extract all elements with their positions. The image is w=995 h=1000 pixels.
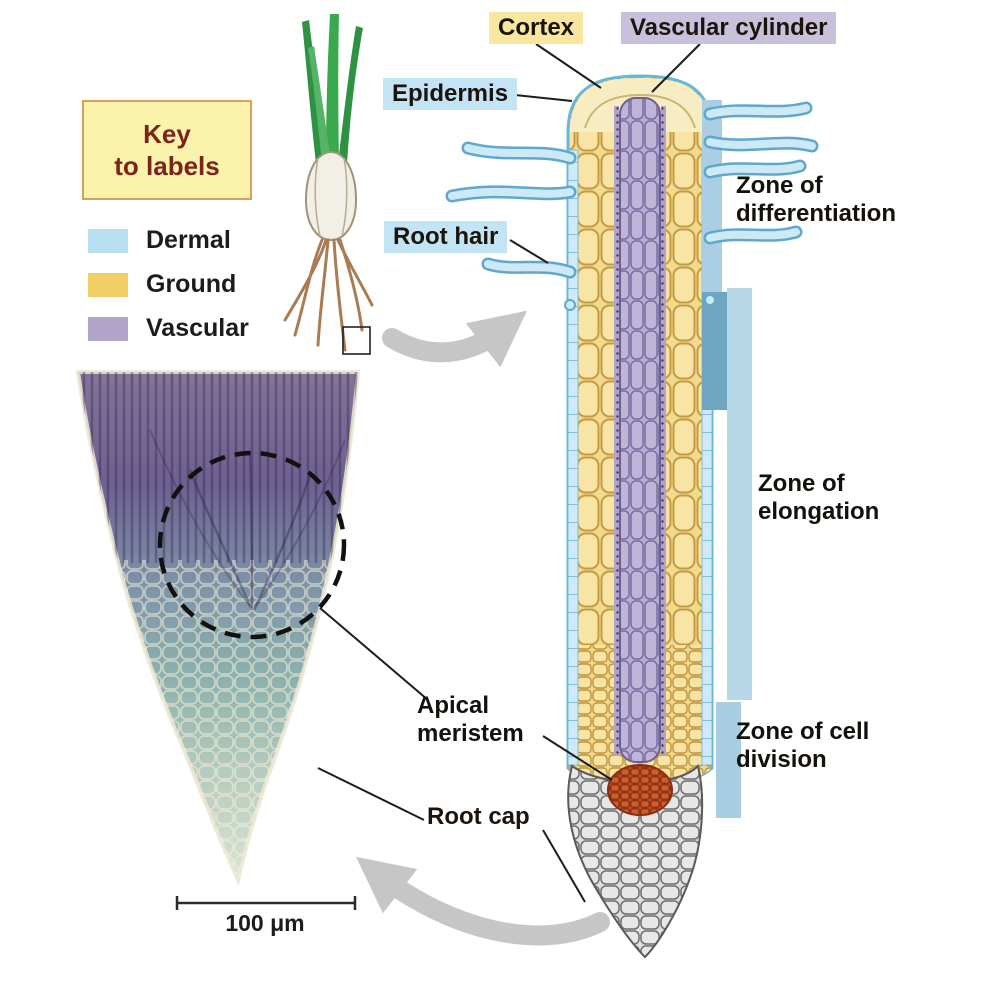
- gray-arrow-diagram-to-micrograph: [355, 856, 610, 946]
- key-title-line1: Key: [143, 118, 191, 149]
- gray-arrows: [355, 310, 610, 946]
- dermal-color-swatch: [88, 228, 128, 253]
- root-hair-label: Root hair: [384, 221, 508, 254]
- key-box: Key to labels: [82, 100, 252, 200]
- apical-meristem-label: Apical meristem: [417, 692, 524, 748]
- legend-item-ground: Ground: [88, 270, 236, 299]
- cortex-pointer-line: [535, 43, 602, 89]
- pointer-lines: [317, 43, 701, 903]
- vascular-cylinder-pointer-line: [651, 43, 701, 93]
- micrograph-root-tip: [75, 370, 361, 887]
- zone-cell-division-label: Zone of cell division: [736, 718, 870, 774]
- epidermis-pointer-line: [514, 94, 573, 102]
- legend-label-dermal: Dermal: [146, 226, 231, 254]
- apical-meristem-shape: [607, 764, 673, 816]
- onion-plant-illustration: [283, 14, 374, 355]
- root-cap-to-micrograph-line: [317, 767, 425, 821]
- legend-label-ground: Ground: [146, 270, 237, 298]
- root-cap-to-diagram-line: [542, 829, 586, 903]
- root-hair-pointer-line: [509, 239, 549, 264]
- legend-item-dermal: Dermal: [88, 226, 231, 255]
- root-cap-shape: [567, 764, 704, 959]
- zone-differentiation-label: Zone of differentiation: [736, 172, 896, 228]
- zone-elongation-label: Zone of elongation: [758, 470, 880, 526]
- gray-arrow-onion-to-diagram: [382, 310, 528, 368]
- key-title-line2: to labels: [114, 151, 220, 181]
- root-hairs: [445, 101, 819, 311]
- zone-bar-dark: [702, 292, 728, 410]
- zone-bar-elongation: [727, 288, 752, 700]
- vascular-cylinder-shape: [619, 97, 661, 763]
- zone-bar-cell-division: [716, 702, 741, 818]
- epidermis-label: Epidermis: [383, 78, 518, 111]
- root-longitudinal-section-diagram: [566, 74, 714, 959]
- root-cap-label: Root cap: [427, 803, 530, 830]
- legend-label-vascular: Vascular: [146, 314, 249, 342]
- root-tip-selection-box: [342, 326, 371, 355]
- legend-item-vascular: Vascular: [88, 314, 249, 343]
- apical-meristem-to-circle-line: [319, 607, 429, 701]
- epidermis-layer-left: [567, 149, 579, 766]
- meristem-region-dashed-circle: [157, 450, 347, 640]
- zone-bars: [702, 100, 752, 818]
- scale-bar-label: 100 μm: [225, 910, 305, 936]
- apical-meristem-to-diagram-line: [542, 735, 613, 781]
- scale-bar: [175, 896, 357, 910]
- zone-bar-differentiation: [702, 100, 722, 292]
- vascular-color-swatch: [88, 316, 128, 341]
- cortex-label: Cortex: [489, 12, 584, 45]
- ground-color-swatch: [88, 272, 128, 297]
- vascular-cylinder-label: Vascular cylinder: [621, 12, 837, 45]
